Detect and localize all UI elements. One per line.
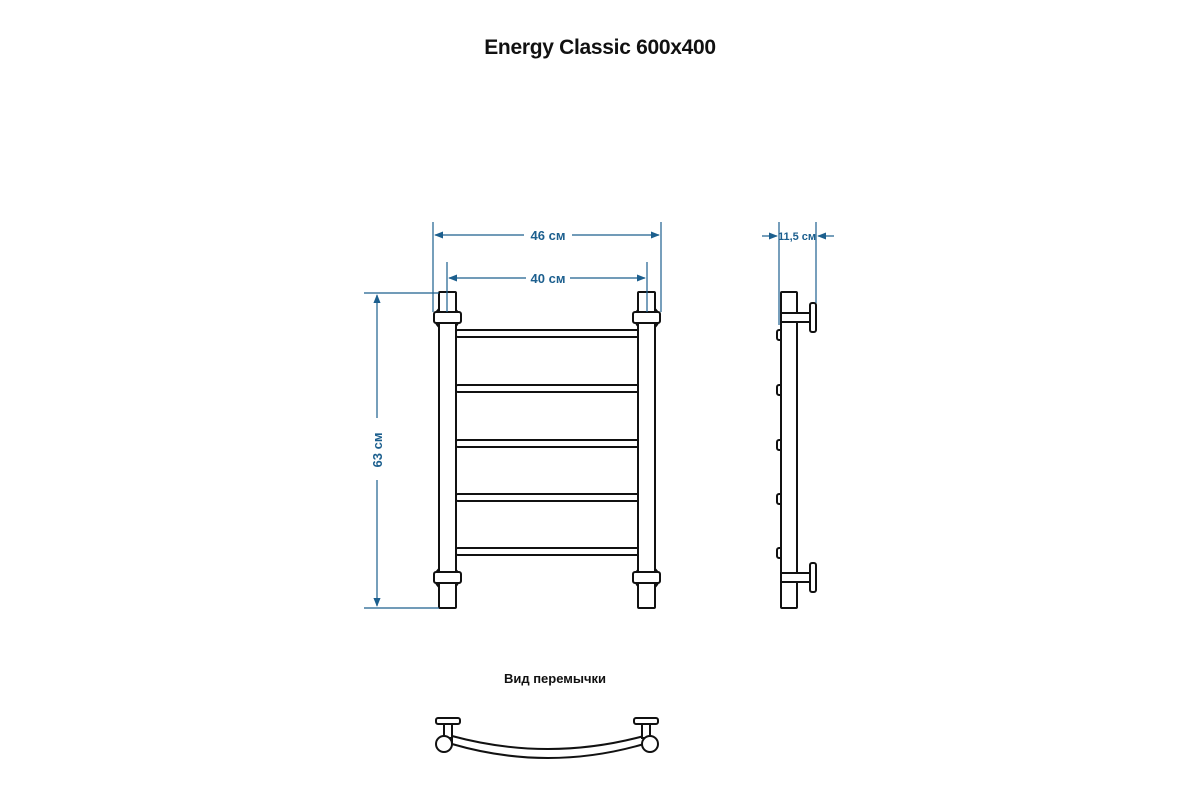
rung (454, 329, 641, 338)
inner-width-label: 40 см (531, 271, 566, 286)
rung (454, 493, 641, 502)
side-view (776, 291, 817, 609)
side-dimensions (762, 222, 834, 325)
side-flange-top (809, 302, 817, 333)
side-bracket-top (780, 312, 812, 323)
depth-label: 11,5 см (778, 231, 816, 243)
rung (454, 439, 641, 448)
front-view (433, 291, 661, 609)
side-post (780, 291, 798, 609)
side-flange-bottom (809, 562, 817, 593)
right-post (637, 291, 656, 609)
front-dimensions (364, 222, 662, 609)
clamp-bands (433, 311, 661, 584)
left-post (438, 291, 457, 609)
height-label: 63 см (370, 433, 385, 468)
page-title: Energy Classic 600x400 (484, 36, 716, 59)
overall-width-label: 46 см (531, 228, 566, 243)
jumper-caption: Вид перемычки (503, 671, 607, 686)
rungs (454, 329, 641, 556)
rung (454, 547, 641, 556)
jumper-bar (451, 734, 645, 759)
rung (454, 384, 641, 393)
side-bracket-bottom (780, 572, 812, 583)
jumper-joint-left (435, 735, 453, 753)
jumper-joint-right (641, 735, 659, 753)
jumper-view (435, 717, 659, 759)
